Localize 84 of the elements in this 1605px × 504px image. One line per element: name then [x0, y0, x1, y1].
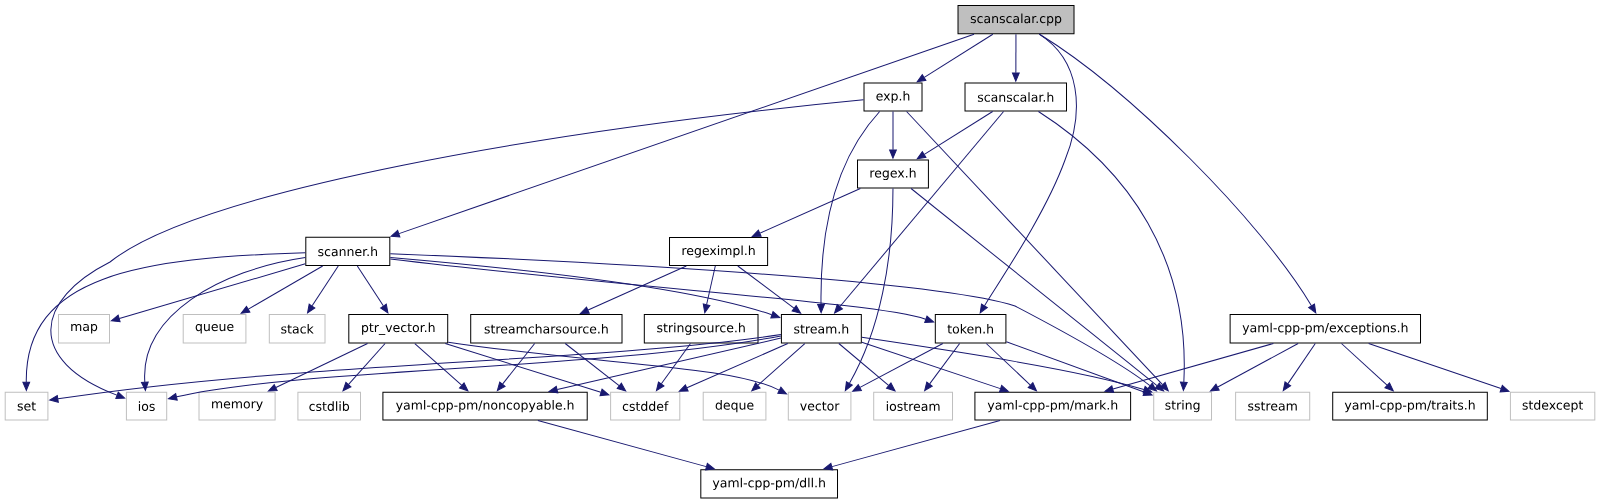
header-file-box: stream.h — [780, 314, 862, 344]
include-arrow — [751, 343, 806, 392]
include-arrow — [737, 265, 802, 314]
system-header-box: deque — [702, 391, 767, 421]
include-arrow — [678, 343, 789, 392]
system-header-box: cstddef — [610, 391, 681, 421]
include-arrow — [916, 111, 994, 160]
include-arrow — [844, 188, 894, 392]
include-arrow — [924, 343, 961, 392]
include-arrow — [140, 257, 306, 391]
header-file-box: ptr_vector.h — [348, 314, 449, 344]
system-header-box: queue — [182, 314, 247, 344]
include-arrow — [1011, 33, 1020, 82]
source-file-box: scanscalar.cpp — [957, 5, 1075, 35]
include-arrow — [1104, 343, 1274, 393]
system-header-box: iostream — [873, 391, 953, 421]
include-arrow — [496, 343, 536, 392]
include-arrow — [916, 33, 994, 83]
include-arrow — [307, 265, 339, 314]
include-arrow — [579, 265, 687, 314]
header-file-box: scanner.h — [305, 236, 391, 266]
include-arrow — [447, 341, 788, 395]
system-header-box: ios — [125, 391, 168, 421]
include-arrow — [389, 258, 935, 323]
include-arrow — [389, 253, 1158, 392]
include-arrow — [548, 337, 782, 394]
system-header-box: map — [58, 314, 110, 344]
include-arrow — [1209, 343, 1299, 392]
include-arrow — [168, 335, 782, 401]
include-arrow — [564, 343, 627, 392]
include-arrow — [1005, 341, 1153, 396]
system-header-box: stdexcept — [1509, 391, 1596, 421]
header-file-box: token.h — [934, 314, 1007, 344]
system-header-box: memory — [198, 391, 276, 421]
include-arrow — [1368, 343, 1510, 393]
include-arrow — [1039, 33, 1317, 314]
include-arrow — [50, 99, 864, 399]
header-file-box: regeximpl.h — [669, 237, 769, 266]
header-file-box: yaml-cpp-pm/traits.h — [1332, 391, 1488, 421]
include-arrow — [817, 111, 881, 314]
include-arrow — [342, 343, 386, 392]
include-arrow — [702, 265, 716, 314]
include-arrow — [49, 333, 782, 403]
header-file-box: yaml-cpp-pm/mark.h — [974, 391, 1132, 421]
header-file-box: yaml-cpp-pm/dll.h — [700, 469, 838, 499]
include-arrow — [889, 111, 897, 159]
include-arrow — [985, 343, 1037, 392]
include-arrow — [444, 343, 610, 397]
header-file-box: yaml-cpp-pm/exceptions.h — [1229, 314, 1421, 344]
include-arrow — [1037, 111, 1188, 391]
include-arrow — [906, 111, 1169, 392]
include-arrow — [1340, 343, 1394, 392]
system-header-box: set — [4, 391, 49, 421]
header-file-box: regex.h — [857, 159, 929, 189]
header-file-box: yaml-cpp-pm/noncopyable.h — [382, 391, 588, 421]
include-arrow — [22, 252, 306, 391]
header-file-box: scanscalar.h — [964, 82, 1067, 112]
include-arrow — [110, 263, 306, 323]
include-arrow — [852, 343, 944, 392]
include-arrow — [1282, 343, 1316, 392]
include-arrow — [389, 256, 781, 319]
system-header-box: stack — [268, 314, 326, 344]
include-arrow — [267, 343, 369, 392]
include-arrow — [861, 341, 1009, 393]
system-header-box: sstream — [1235, 391, 1311, 421]
include-arrow — [834, 111, 1005, 314]
include-arrow — [838, 343, 896, 392]
include-arrow — [910, 188, 1165, 392]
include-arrow — [861, 336, 1153, 394]
system-header-box: string — [1153, 391, 1212, 421]
include-arrow — [356, 265, 389, 314]
system-header-box: vector — [787, 391, 852, 421]
include-arrow — [655, 343, 691, 392]
system-header-box: cstdlib — [297, 391, 361, 421]
header-file-box: stringsource.h — [643, 314, 759, 344]
include-arrow — [390, 33, 975, 238]
header-file-box: streamcharsource.h — [470, 314, 623, 344]
include-arrow — [537, 420, 715, 471]
include-arrow — [414, 343, 469, 392]
include-arrow — [823, 420, 1001, 471]
include-arrow — [979, 33, 1077, 314]
header-file-box: exp.h — [863, 82, 923, 112]
include-arrow — [240, 265, 324, 314]
include-arrow — [751, 188, 861, 238]
